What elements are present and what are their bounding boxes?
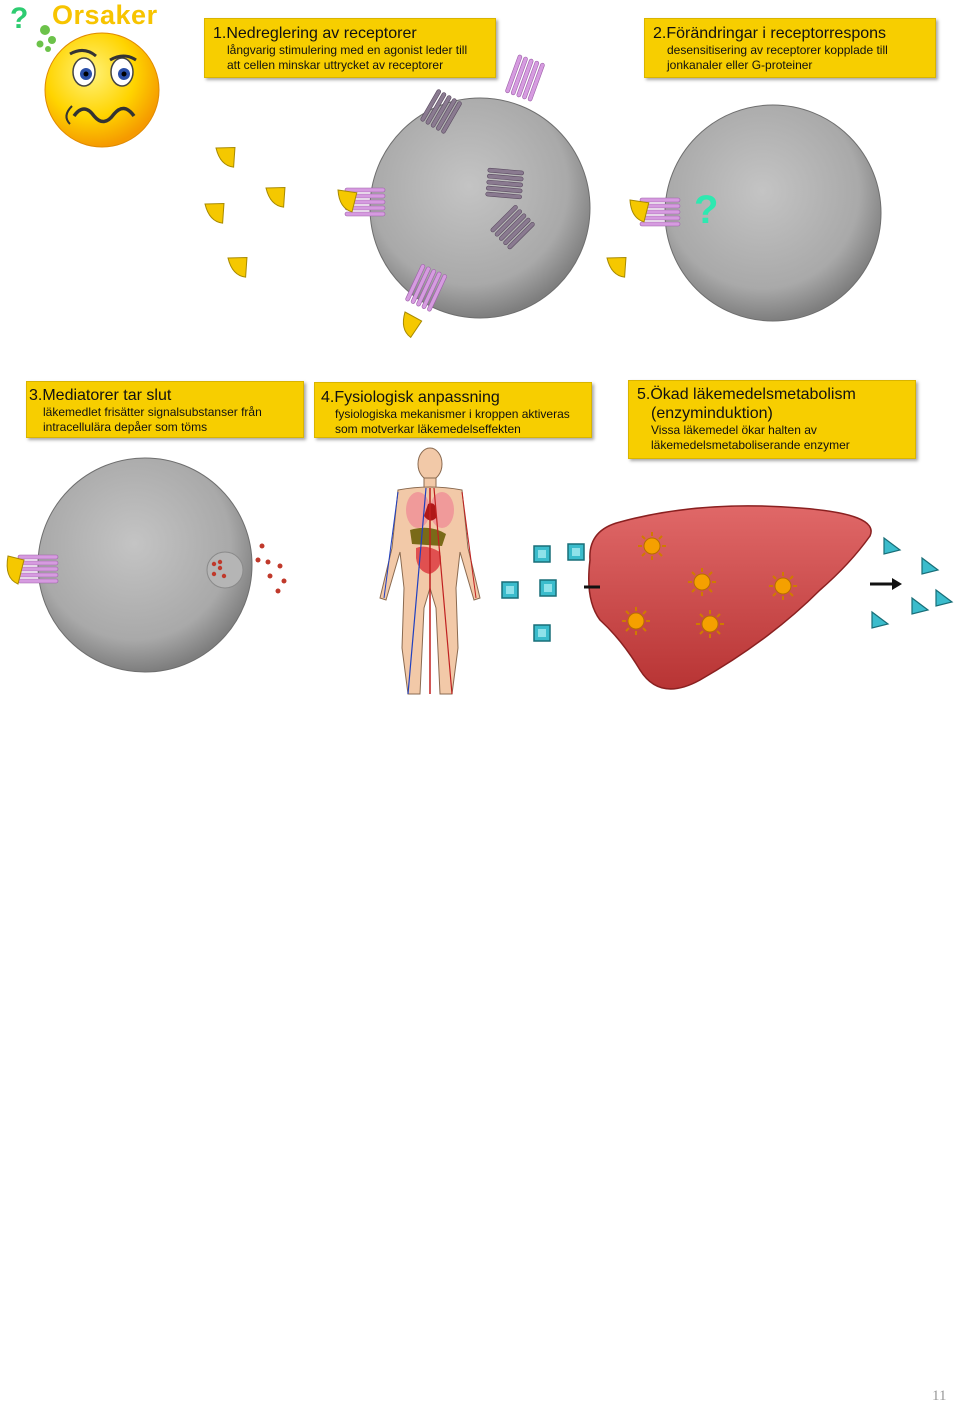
page-title: Orsaker bbox=[52, 0, 158, 30]
box-number: 4. bbox=[321, 389, 335, 406]
cause-box-4: 4.Fysiologisk anpassning fysiologiska me… bbox=[314, 382, 592, 438]
question-mark: ? bbox=[10, 2, 29, 35]
human-body-icon bbox=[379, 447, 481, 695]
box-title: Fysiologisk anpassning bbox=[334, 389, 500, 406]
box-number: 5. bbox=[637, 386, 651, 403]
page-number: 11 bbox=[932, 1388, 947, 1404]
box-title: Nedreglering av receptorer bbox=[226, 25, 417, 42]
cause-box-1: 1.Nedreglering av receptorer långvarig s… bbox=[204, 18, 496, 78]
box-desc-line: desensitisering av receptorer kopplade t… bbox=[667, 43, 888, 57]
box-number: 3. bbox=[29, 387, 43, 404]
box-desc-line: långvarig stimulering med en agonist led… bbox=[227, 43, 468, 57]
cause-box-3: 3.Mediatorer tar slut läkemedlet frisätt… bbox=[26, 381, 304, 438]
header: ? Orsaker bbox=[0, 0, 200, 160]
box-desc-line: läkemedelsmetaboliserande enzymer bbox=[651, 438, 850, 452]
box-title: Förändringar i receptorrespons bbox=[666, 25, 887, 42]
box-title-line-2: (enzyminduktion) bbox=[651, 405, 773, 422]
box-desc-line: att cellen minskar uttrycket av receptor… bbox=[227, 58, 444, 72]
box-desc-line: intracellulära depåer som töms bbox=[43, 420, 208, 434]
box-title: Ökad läkemedelsmetabolism bbox=[650, 386, 856, 403]
cause-box-5: 5.Ökad läkemedelsmetabolism (enzymindukt… bbox=[628, 380, 916, 459]
box-number: 2. bbox=[653, 25, 667, 42]
box-desc-line: Vissa läkemedel ökar halten av bbox=[651, 423, 817, 437]
worried-smiley-icon bbox=[44, 32, 160, 148]
cause-box-2: 2.Förändringar i receptorrespons desensi… bbox=[644, 18, 936, 78]
box-desc-line: läkemedlet frisätter signalsubstanser fr… bbox=[43, 405, 262, 419]
box-desc-line: fysiologiska mekanismer i kroppen aktive… bbox=[335, 407, 570, 421]
bottom-illustrations bbox=[6, 447, 953, 695]
receptor-question-mark: ? bbox=[694, 188, 719, 232]
box-title: Mediatorer tar slut bbox=[42, 387, 172, 404]
green-dots-icon bbox=[36, 25, 56, 52]
cell-illustration-1 bbox=[204, 54, 882, 340]
box-desc-line: som motverkar läkemedelseffekten bbox=[335, 422, 521, 436]
box-number: 1. bbox=[213, 25, 227, 42]
box-desc-line: jonkanaler eller G-proteiner bbox=[667, 58, 813, 72]
